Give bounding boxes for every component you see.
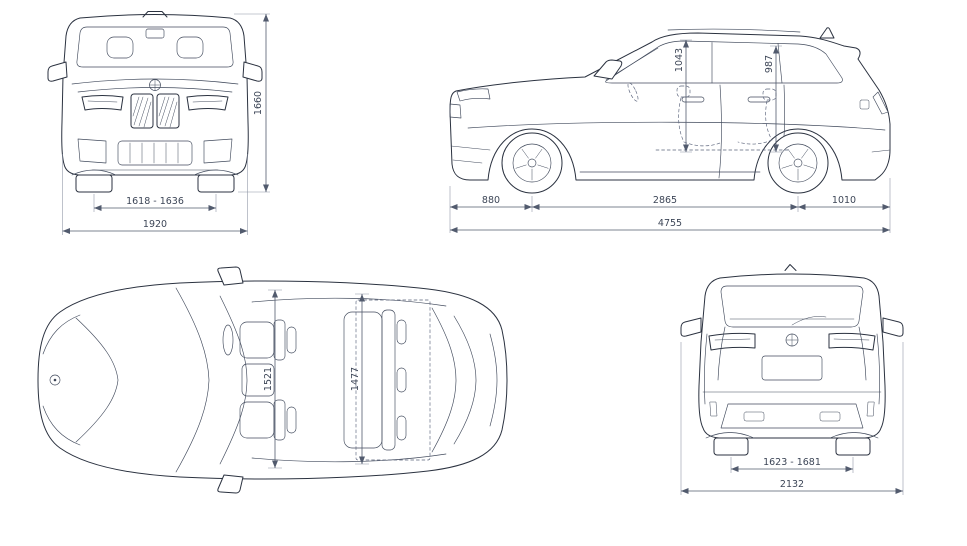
roof-side-edges — [251, 297, 447, 463]
rear-view-panel: 1623 - 1681 2132 — [680, 264, 904, 495]
front-view-panel: 1660 1618 - 1636 1920 — [47, 11, 270, 235]
character-line — [467, 121, 886, 131]
shark-fin-antenna — [819, 27, 835, 39]
interior-height-front-label: 1043 — [674, 48, 685, 72]
rearview-mirror — [145, 28, 165, 39]
wheelbase-label: 2865 — [653, 195, 677, 206]
wheel-rear-left — [713, 437, 749, 456]
shark-fin-antenna — [784, 264, 797, 271]
headrest-left — [106, 36, 134, 59]
kidney-grille — [130, 93, 180, 129]
rear-car-drawing — [680, 264, 904, 456]
fender-arches — [705, 432, 879, 439]
lower-bumper-diffuser — [709, 401, 875, 429]
top-body-outline — [37, 280, 508, 480]
rear-overhang-label: 1010 — [832, 195, 856, 206]
side-glass — [605, 40, 843, 84]
taillight-left — [708, 332, 756, 351]
rear-details — [859, 91, 891, 153]
bmw-roundel-icon — [149, 79, 161, 91]
wheel-rear-right — [835, 437, 871, 456]
shoulder-lines — [704, 333, 880, 405]
interior-width-rear-label: 1477 — [350, 367, 361, 391]
side-mirror-right — [242, 61, 263, 82]
roof-front-edge-arc — [219, 295, 248, 465]
overall-width-label: 1920 — [143, 219, 167, 230]
mirror-top — [217, 266, 244, 286]
interior-width-front-label: 1521 — [263, 367, 274, 391]
headlight-right — [186, 95, 229, 111]
top-dimensions: 1521 1477 — [263, 289, 369, 469]
mirror-bottom — [217, 474, 244, 494]
track-width-label: 1618 - 1636 — [126, 196, 184, 207]
top-view-panel: 1521 1477 — [37, 266, 508, 494]
c-pillar — [777, 43, 783, 84]
lower-bumper-intakes — [77, 138, 233, 171]
taillight-right — [828, 332, 876, 351]
side-dimensions: 1043 987 880 2865 1010 4755 — [449, 39, 891, 233]
front-fascia-details — [449, 88, 491, 164]
roof-rail — [667, 28, 801, 33]
rear-window-arc — [453, 315, 477, 445]
side-view-panel: 1043 987 880 2865 1010 4755 — [449, 27, 891, 233]
roof-rear-edge-arc — [431, 307, 457, 453]
hood-crease — [71, 78, 239, 85]
bmw-roundel-icon — [785, 333, 799, 347]
overall-width-mirrors-label: 2132 — [780, 479, 804, 490]
front-body-outline — [61, 14, 249, 176]
roof-antenna — [142, 11, 168, 18]
side-mirror-right — [882, 317, 904, 337]
headrest-right — [176, 36, 204, 59]
door-handle-front — [681, 96, 705, 103]
overall-height-label: 1660 — [253, 91, 264, 115]
tailgate-seams — [717, 326, 867, 381]
side-body-outline — [449, 32, 891, 181]
front-bumper-contours — [42, 314, 81, 446]
front-car-drawing — [47, 11, 263, 193]
rear-window — [720, 285, 864, 328]
bmw-roundel-icon — [49, 374, 61, 386]
side-mirror — [593, 59, 623, 80]
side-mirror-left — [47, 61, 68, 82]
front-dimensions: 1660 1618 - 1636 1920 — [62, 13, 270, 235]
overall-length-label: 4755 — [658, 218, 682, 229]
rear-wiper — [791, 316, 827, 326]
wheel-front-left — [75, 174, 113, 193]
rear-track-width-label: 1623 - 1681 — [763, 457, 821, 468]
license-plate-recess — [761, 355, 823, 381]
cargo-reference-dashed-rect — [355, 299, 431, 461]
windshield — [76, 26, 234, 68]
fender-arches — [71, 169, 239, 176]
rear-wheel — [767, 132, 829, 194]
windshield-base-arc — [175, 287, 210, 473]
rear-dimensions: 1623 - 1681 2132 — [680, 342, 904, 495]
door-seam-rear — [783, 84, 786, 137]
door-seam-front — [718, 84, 722, 179]
side-car-drawing — [449, 27, 891, 194]
tailgate-edge-arc — [489, 333, 498, 427]
door-handle-rear — [747, 96, 771, 103]
interior-seats-dashed — [627, 82, 791, 151]
front-seats — [222, 319, 297, 441]
front-overhang-label: 880 — [482, 195, 500, 206]
side-mirror-left — [680, 317, 702, 337]
hood-crease-top — [75, 317, 119, 443]
headlight-left — [81, 95, 124, 111]
front-wheel — [501, 132, 563, 194]
interior-height-rear-label: 987 — [764, 55, 775, 73]
wheel-front-right — [197, 174, 235, 193]
